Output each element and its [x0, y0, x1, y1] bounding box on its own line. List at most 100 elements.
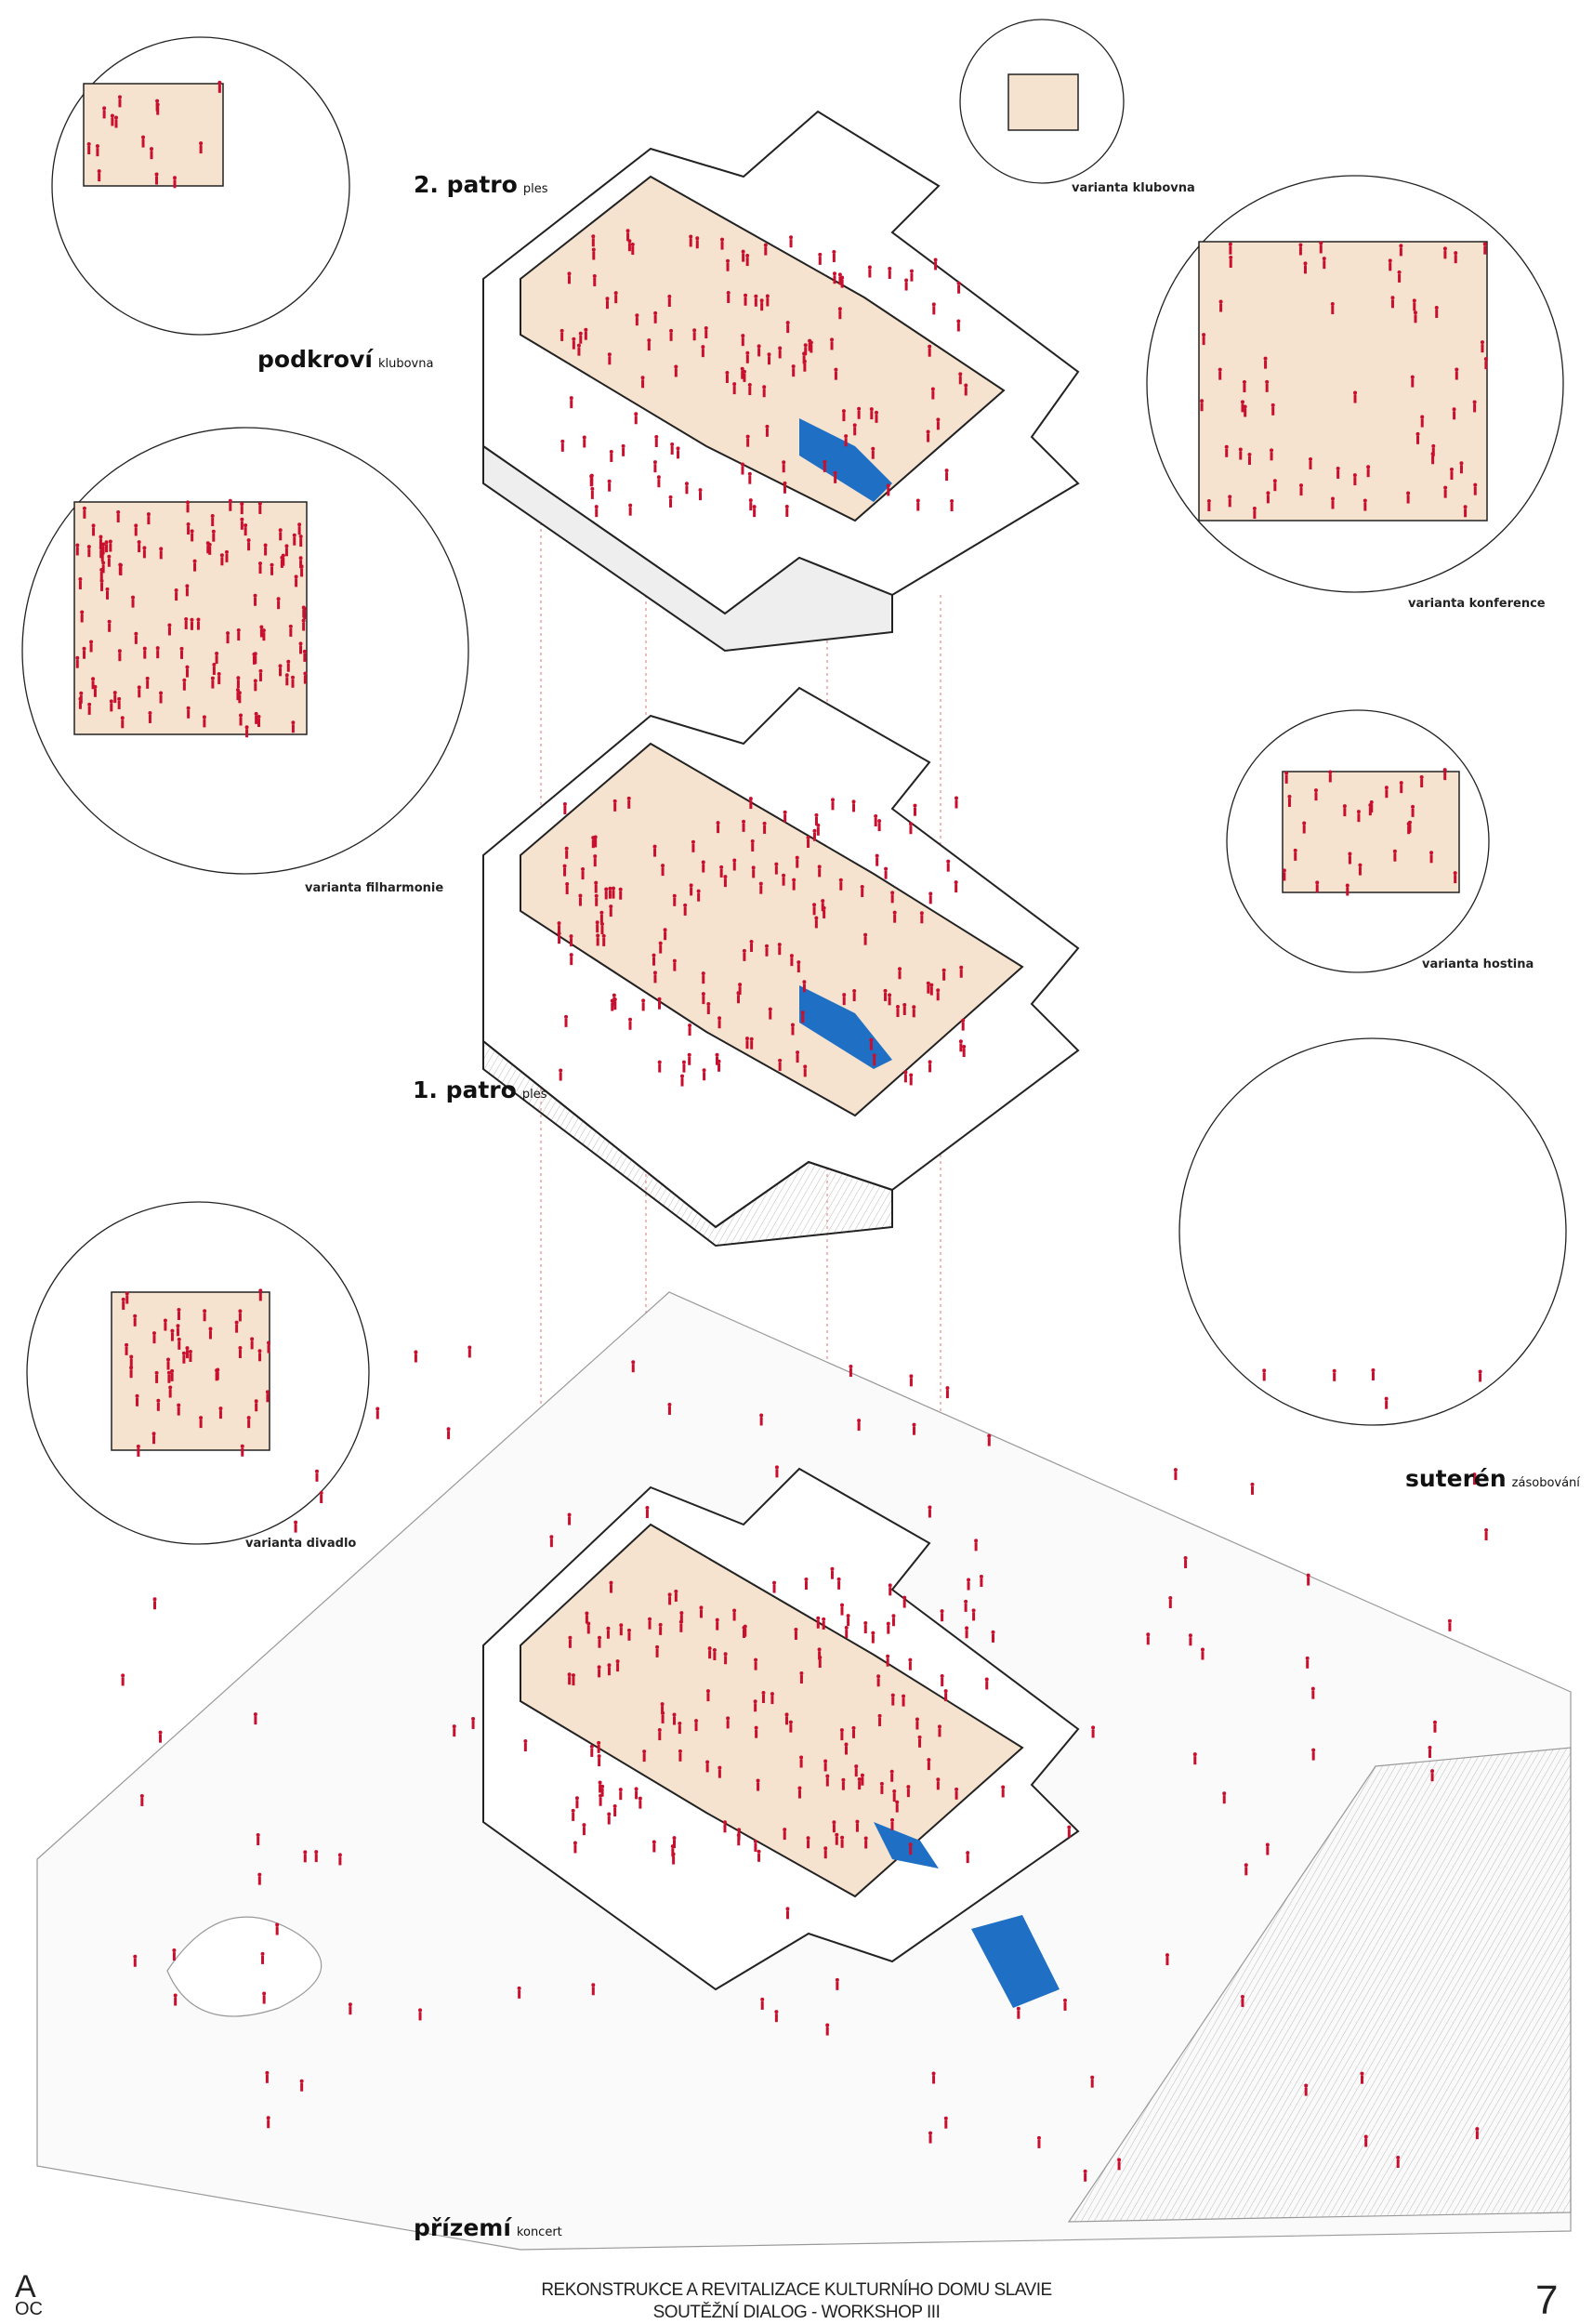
person-figure: [774, 865, 778, 875]
person-figure: [945, 1390, 949, 1399]
page-number: 7: [1535, 2278, 1559, 2323]
person-figure: [1247, 456, 1251, 466]
person-figure: [1484, 1531, 1488, 1540]
person-figure: [822, 1620, 825, 1630]
person-figure: [257, 1836, 260, 1845]
person-head: [254, 711, 258, 716]
person-head: [102, 106, 107, 111]
person-head: [1345, 883, 1349, 888]
person-head: [933, 257, 938, 262]
person-figure: [613, 1807, 617, 1816]
person-head: [218, 1406, 223, 1411]
person-head: [1472, 1472, 1477, 1477]
person-head: [817, 1647, 822, 1652]
person-figure: [257, 718, 261, 727]
person-head: [297, 522, 302, 527]
person-head: [75, 655, 80, 660]
person-head: [821, 899, 825, 904]
person-head: [299, 2079, 304, 2083]
person-figure: [887, 487, 890, 496]
person-figure: [236, 692, 240, 701]
person-head: [849, 1365, 853, 1369]
person-head: [1384, 786, 1389, 790]
person-head: [99, 568, 104, 573]
person-head: [740, 366, 744, 371]
person-head: [663, 928, 667, 932]
person-head: [830, 798, 835, 802]
person-head: [758, 881, 763, 886]
person-head: [902, 1694, 906, 1698]
person-figure: [575, 1800, 579, 1809]
person-figure: [732, 862, 736, 871]
person-head: [348, 2002, 352, 2007]
person-figure: [1091, 1729, 1095, 1738]
person-figure: [87, 706, 91, 715]
person-figure: [823, 1763, 827, 1772]
person-head: [604, 887, 609, 891]
person-head: [607, 1663, 612, 1668]
person-figure: [589, 478, 593, 487]
floor-1-plan: [482, 686, 1080, 1248]
person-figure: [173, 179, 177, 189]
person-figure: [936, 1781, 940, 1790]
person-figure: [944, 2119, 948, 2129]
person-figure: [1415, 435, 1419, 444]
person-figure: [267, 1344, 270, 1353]
person-figure: [725, 374, 729, 383]
person-head: [661, 864, 665, 868]
person-head: [655, 1644, 660, 1649]
person-figure: [1454, 255, 1457, 264]
person-figure: [688, 1056, 691, 1065]
person-head: [117, 696, 122, 701]
person-head: [817, 865, 822, 869]
person-figure: [1168, 1599, 1172, 1608]
person-head: [667, 1402, 672, 1406]
person-figure: [270, 566, 274, 575]
person-figure: [172, 1952, 176, 1961]
person-head: [840, 1603, 845, 1607]
person-head: [615, 1659, 620, 1664]
person-figure: [669, 332, 673, 341]
person-head: [912, 1422, 916, 1427]
person-head: [657, 997, 662, 1001]
person-head: [855, 1819, 860, 1824]
person-figure: [762, 389, 766, 398]
person-head: [121, 1673, 125, 1678]
person-head: [1306, 1573, 1310, 1578]
person-figure: [315, 1472, 319, 1482]
person-head: [772, 1580, 777, 1585]
person-head: [879, 1781, 884, 1786]
person-figure: [612, 997, 616, 1006]
person-figure: [122, 1301, 125, 1310]
person-head: [188, 1350, 192, 1354]
person-head: [818, 1656, 823, 1660]
person-figure: [1202, 337, 1205, 346]
person-figure: [1283, 872, 1286, 881]
person-figure: [794, 1631, 797, 1640]
person-figure: [91, 680, 95, 690]
person-head: [158, 1730, 163, 1735]
person-figure: [291, 724, 295, 733]
person-head: [1252, 507, 1257, 511]
person-head: [155, 646, 160, 651]
person-head: [695, 236, 700, 241]
person-figure: [614, 295, 618, 304]
person-head: [137, 685, 141, 690]
person-head: [186, 706, 191, 710]
person-head: [762, 821, 767, 825]
person-head: [82, 506, 86, 510]
person-head: [806, 1836, 810, 1841]
person-head: [176, 1324, 180, 1328]
person-head: [596, 933, 600, 938]
person-head: [592, 273, 597, 278]
person-head: [839, 1728, 844, 1733]
person-head: [1173, 1468, 1178, 1472]
person-figure: [193, 562, 197, 572]
person-head: [1222, 1791, 1227, 1796]
person-head: [1322, 257, 1326, 261]
person-head: [701, 992, 705, 997]
person-figure: [909, 1076, 913, 1086]
person-head: [1453, 871, 1457, 876]
person-head: [799, 1755, 804, 1760]
person-head: [208, 1327, 213, 1331]
